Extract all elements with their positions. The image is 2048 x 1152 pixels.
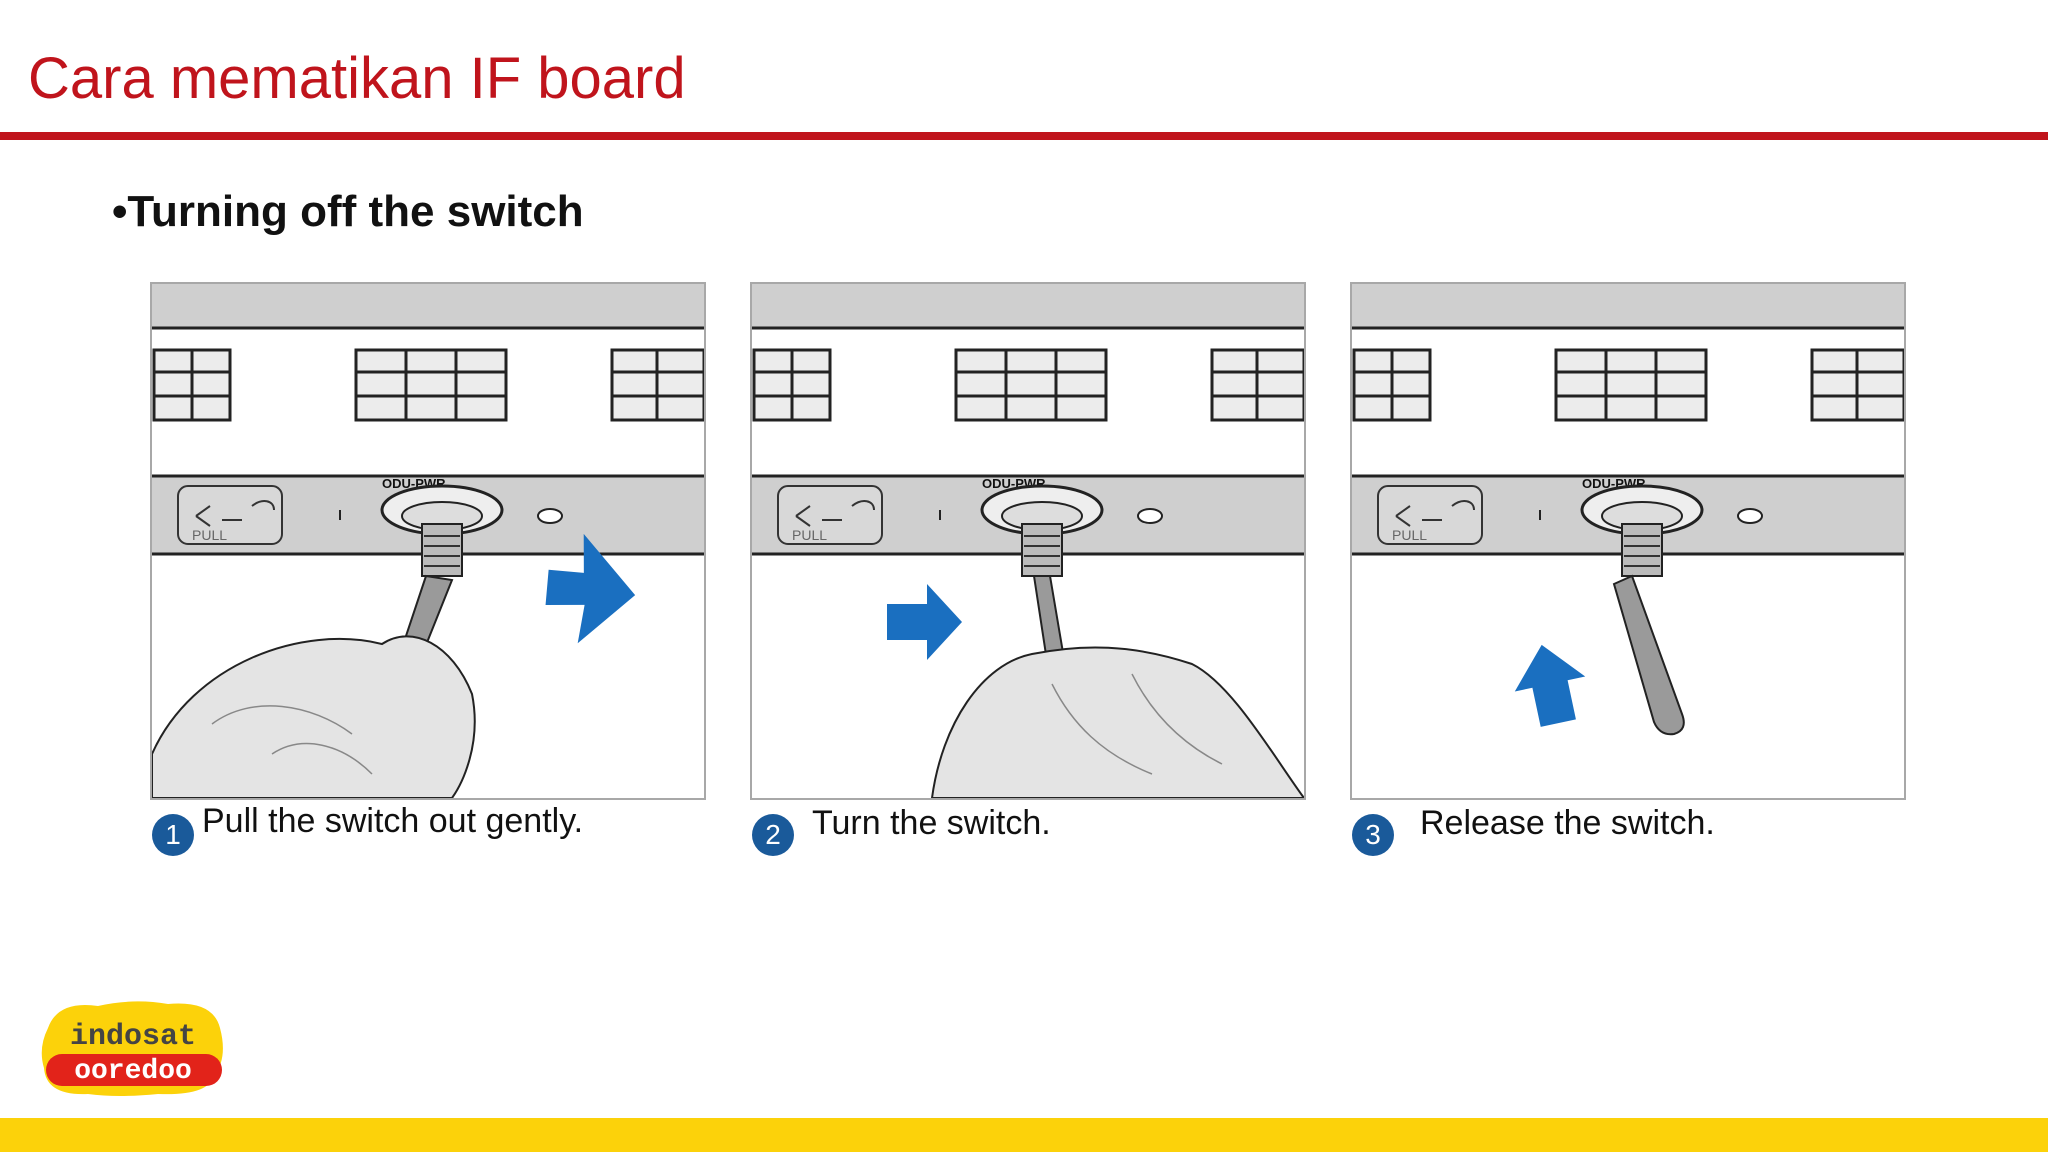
step-3-caption: Release the switch. [1420, 804, 1715, 842]
section-subtitle: •Turning off the switch [112, 187, 584, 236]
title-divider [0, 132, 2048, 140]
arrow-right-icon [887, 584, 962, 660]
step-1-caption: Pull the switch out gently. [202, 802, 584, 840]
footer-bar [0, 1118, 2048, 1152]
step-1-badge: 1 [152, 814, 194, 856]
svg-text:PULL: PULL [192, 527, 227, 543]
step-1-illustration: PULL ODU-PWR [150, 282, 706, 800]
slide-title: Cara mematikan IF board [28, 46, 686, 111]
arrow-up-right-icon [1514, 644, 1586, 727]
step-2-illustration: PULL ODU-PWR [750, 282, 1306, 800]
step-2-badge: 2 [752, 814, 794, 856]
arrow-down-left-icon [545, 533, 636, 644]
step-3-badge: 3 [1352, 814, 1394, 856]
indosat-ooredoo-logo: indosat ooredoo [38, 998, 228, 1098]
step-2-caption: Turn the switch. [812, 804, 1051, 842]
svg-text:PULL: PULL [792, 527, 827, 543]
step-3-illustration: PULL ODU-PWR [1350, 282, 1906, 800]
svg-text:ooredoo: ooredoo [74, 1056, 192, 1087]
svg-text:PULL: PULL [1392, 527, 1427, 543]
svg-text:indosat: indosat [70, 1020, 196, 1054]
